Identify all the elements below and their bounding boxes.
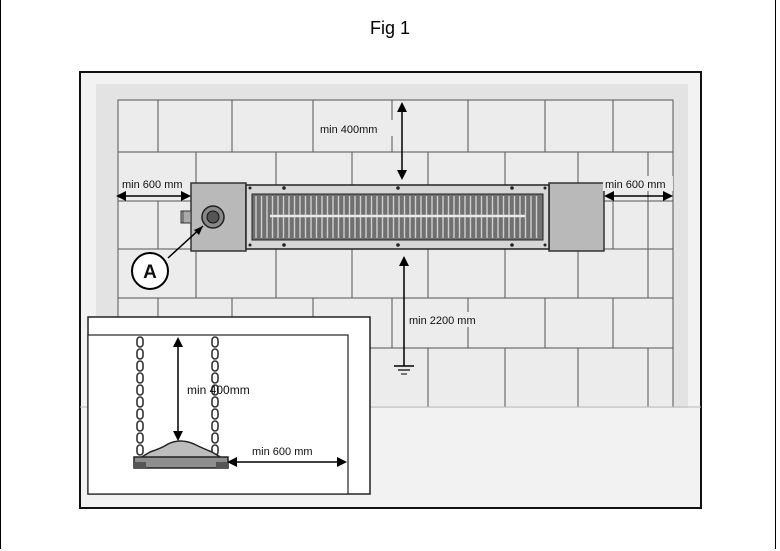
inset-hanging-view: min 400mm min 600 mm bbox=[87, 316, 371, 495]
heater-unit bbox=[180, 182, 605, 252]
power-switch-inner bbox=[206, 210, 220, 224]
clearance-left-label: min 600 mm bbox=[122, 179, 183, 191]
inset-top-label: min 400mm bbox=[187, 383, 250, 397]
clearance-right-label: min 600 mm bbox=[605, 179, 666, 191]
inset-side-label: min 600 mm bbox=[252, 446, 313, 458]
clearance-floor-label: min 2200 mm bbox=[409, 315, 476, 327]
clearance-top-dimension: min 400mm bbox=[318, 102, 407, 180]
callout-a: A bbox=[131, 225, 204, 290]
heater-right-bracket bbox=[548, 182, 605, 252]
inset-chains bbox=[136, 336, 219, 456]
cable-gland bbox=[180, 210, 192, 224]
clearance-right-dimension: min 600 mm bbox=[603, 176, 673, 201]
clearance-left-dimension: min 600 mm bbox=[116, 176, 191, 201]
clearance-floor-dimension: min 2200 mm bbox=[394, 256, 487, 375]
callout-a-label: A bbox=[143, 262, 157, 283]
figure-title: Fig 1 bbox=[369, 18, 411, 38]
heater-screws bbox=[248, 186, 547, 247]
clearance-top-label: min 400mm bbox=[320, 124, 377, 136]
